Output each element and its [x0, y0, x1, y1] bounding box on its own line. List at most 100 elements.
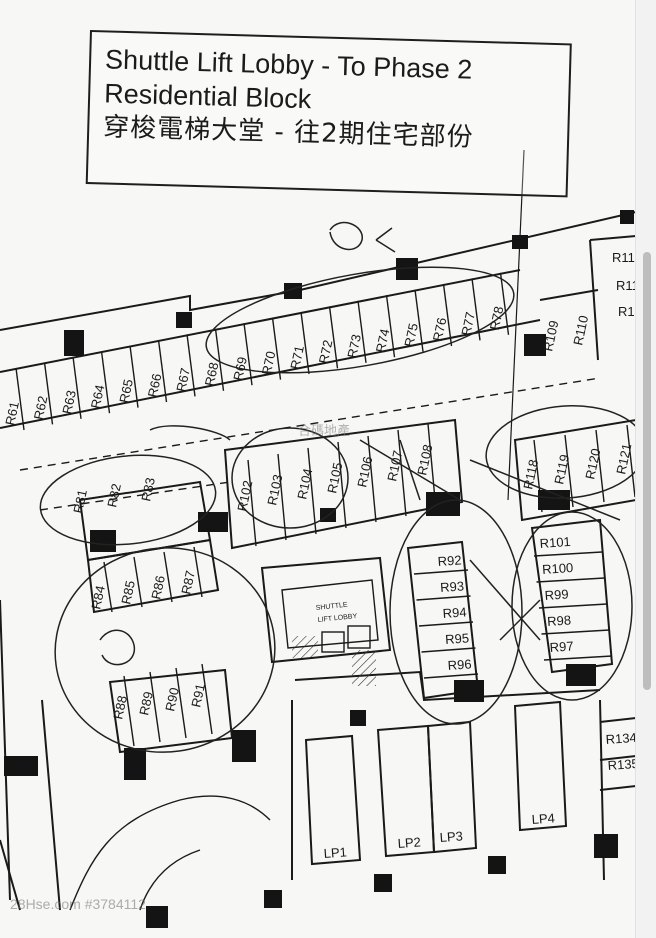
parking-space-label: R107: [384, 449, 405, 483]
parking-space-label: R119: [551, 453, 572, 486]
parking-space-divider: [307, 447, 317, 535]
parking-space-label: R1: [618, 304, 635, 319]
parking-space-label: R93: [440, 578, 465, 595]
lobby-stair-hatch: [292, 625, 376, 686]
parking-space-label: R78: [487, 305, 507, 331]
parking-space-label: R118: [520, 458, 541, 491]
parking-space-label: R96: [447, 656, 472, 673]
parking-space-divider: [416, 595, 471, 601]
parking-space-label: R82: [104, 482, 124, 508]
parking-space-divider: [72, 356, 82, 419]
parking-space-label: R101: [539, 534, 571, 551]
parking-space-label: R97: [549, 638, 574, 655]
parking-space-divider: [103, 561, 113, 613]
parking-space-label: R74: [373, 327, 393, 353]
parking-space-label: R62: [31, 395, 51, 421]
parking-space-label: R98: [547, 612, 572, 629]
structural-columns: [4, 210, 634, 928]
parking-space-label: R106: [354, 455, 375, 489]
parking-space-label: R73: [344, 333, 364, 359]
parking-space-label: R108: [414, 443, 435, 477]
structure-lines: [0, 149, 636, 911]
parking-space-label: R120: [582, 447, 603, 481]
lobby-label-1: SHUTTLE: [315, 602, 348, 612]
parking-space-label: R110: [570, 314, 591, 347]
parking-space-label: R69: [230, 355, 250, 381]
parking-space-divider: [15, 367, 25, 431]
scrollbar-track[interactable]: [635, 0, 656, 938]
parking-space-label: R91: [188, 682, 208, 708]
parking-space-label: R77: [458, 311, 478, 337]
parking-space-label: R109: [540, 319, 561, 353]
parking-space-label: R75: [401, 322, 421, 348]
parking-space-divider: [397, 429, 407, 517]
parking-space-divider: [129, 345, 139, 408]
loading-bay-label: LP2: [397, 834, 421, 851]
parking-space-divider: [414, 289, 424, 352]
parking-space-label: R61: [2, 400, 22, 426]
parking-space-label: R89: [136, 690, 156, 716]
parking-space-divider: [175, 667, 187, 739]
lobby-label-2: LIFT LOBBY: [317, 613, 357, 624]
parking-space-divider: [328, 306, 339, 369]
watermark-chinese: 合碼地產: [298, 424, 351, 439]
parking-space-label: R90: [162, 686, 182, 712]
parking-space-divider: [243, 323, 253, 386]
parking-space-label: R99: [544, 586, 569, 603]
parking-space-label: R81: [70, 488, 90, 514]
scrollbar-thumb[interactable]: [643, 252, 651, 690]
parking-space-divider: [193, 546, 203, 598]
parking-space-label: R84: [88, 584, 108, 610]
parking-space-label: R102: [234, 479, 255, 513]
parking-space-label: R100: [542, 560, 574, 577]
parking-space-label: R72: [316, 339, 336, 365]
parking-space-divider: [418, 621, 474, 627]
handwritten-circles: [39, 221, 636, 753]
parking-space-label: R65: [116, 378, 136, 404]
parking-space-label: R76: [430, 316, 450, 342]
loading-bay-label: LP1: [323, 844, 347, 861]
parking-space-label: R85: [118, 579, 138, 605]
parking-space-divider: [442, 283, 453, 347]
parking-space-divider: [157, 339, 168, 403]
watermark-id: 28Hse.com #3784112: [10, 896, 146, 912]
parking-space-label: R95: [445, 630, 470, 647]
parking-space-label: R64: [88, 383, 108, 409]
parking-space-divider: [423, 673, 479, 679]
parking-space-divider: [499, 272, 510, 335]
parking-space-divider: [538, 603, 608, 609]
parking-space-divider: [367, 435, 377, 523]
parking-space-divider: [277, 453, 287, 541]
parking-space-label: R134: [605, 730, 636, 747]
parking-space-divider: [536, 577, 605, 583]
parking-space-divider: [100, 351, 111, 414]
loading-bay-label: LP4: [531, 810, 555, 827]
parking-space-label: R88: [110, 694, 130, 720]
parking-space-divider: [541, 629, 610, 635]
parking-space-label: R83: [138, 476, 158, 502]
parking-space-divider: [300, 311, 310, 375]
parking-space-divider: [421, 647, 476, 653]
parking-space-divider: [163, 551, 173, 603]
parking-space-label: R103: [264, 473, 285, 507]
parking-space-label: R135: [607, 756, 636, 773]
parking-space-label: R63: [59, 389, 79, 415]
parking-space-label: R104: [294, 467, 315, 501]
parking-space-label: R121: [613, 442, 634, 476]
parking-space-divider: [337, 441, 347, 529]
parking-space-label: R71: [287, 344, 307, 370]
parking-space-divider: [357, 300, 367, 363]
parking-space-divider: [43, 362, 54, 425]
parking-space-label: R70: [259, 350, 279, 376]
parking-space-divider: [533, 551, 603, 557]
parking-space-divider: [186, 334, 196, 397]
parking-space-divider: [385, 295, 396, 358]
parking-space-divider: [595, 429, 605, 503]
parking-space-label: R94: [442, 604, 467, 621]
parking-space-divider: [133, 556, 143, 608]
shuttle-lift-callout: Shuttle Lift Lobby - To Phase 2 Resident…: [85, 30, 572, 198]
parking-space-divider: [149, 671, 161, 743]
parking-space-label: R86: [148, 574, 168, 600]
parking-space-divider: [564, 434, 574, 508]
